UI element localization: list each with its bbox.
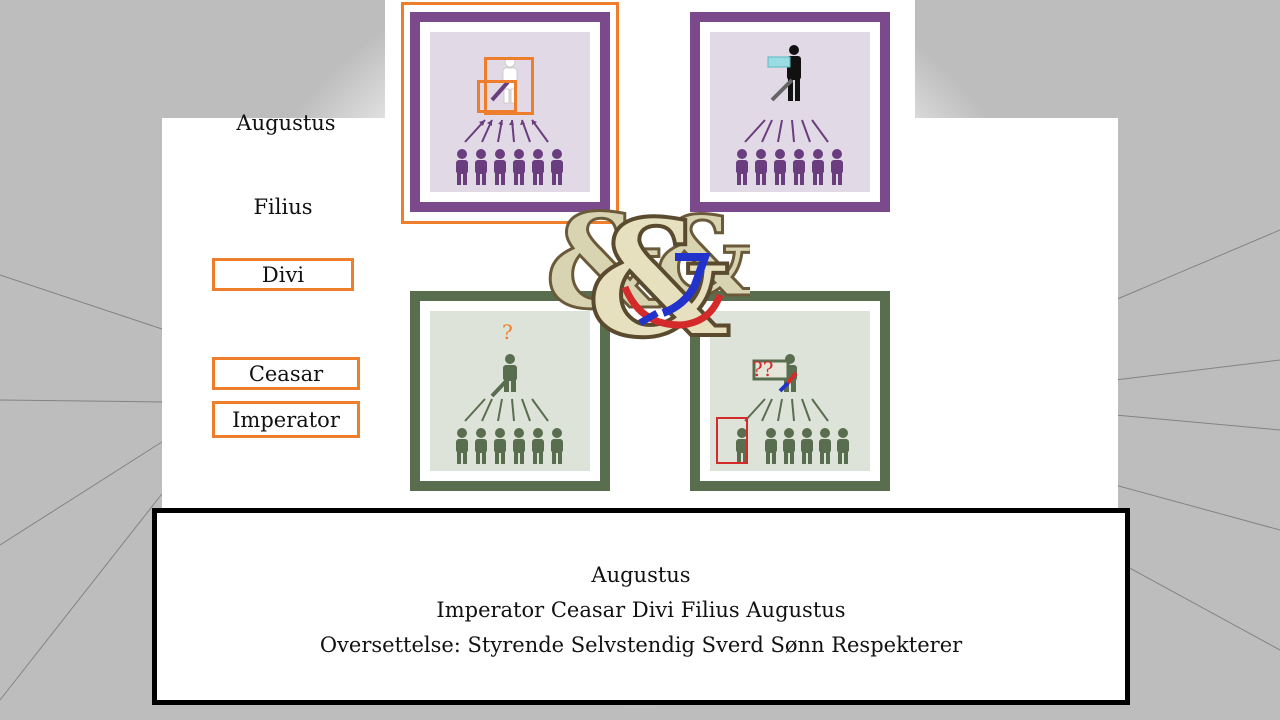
label-divi: Divi [212, 258, 354, 291]
caption-line-1: Augustus [591, 563, 691, 587]
panel-bottom-left [410, 291, 610, 491]
label-imperator: Imperator [212, 401, 360, 438]
highlight-leader [484, 57, 534, 115]
panel-top-right [690, 12, 890, 212]
label-ceasar: Ceasar [212, 357, 360, 390]
ampersand-center: & [587, 185, 731, 340]
question-mark: ? [502, 320, 513, 344]
panel-bottom-right [690, 291, 890, 491]
highlight-separated-figure [716, 417, 748, 464]
armored-leader-illustration [736, 45, 843, 185]
panel-top-right-bg [710, 32, 870, 192]
ampersand-emblem: & & & [545, 185, 750, 340]
caption-box: Augustus Imperator Ceasar Divi Filius Au… [152, 508, 1130, 705]
highlight-panel-top-left [401, 2, 619, 224]
leader-separated-illustration [736, 354, 849, 464]
caption-line-2: Imperator Ceasar Divi Filius Augustus [436, 598, 846, 622]
label-filius: Filius [253, 195, 313, 219]
label-augustus: Augustus [236, 111, 336, 135]
panel-bottom-right-bg [710, 311, 870, 471]
caption-line-3: Oversettelse: Styrende Selvstendig Sverd… [319, 633, 963, 657]
highlight-sword [477, 80, 517, 113]
ampersand-left: & [545, 185, 662, 338]
panel-bottom-left-bg [430, 311, 590, 471]
double-question-mark: ?? [752, 357, 774, 381]
leader-command-illustration [456, 354, 563, 464]
